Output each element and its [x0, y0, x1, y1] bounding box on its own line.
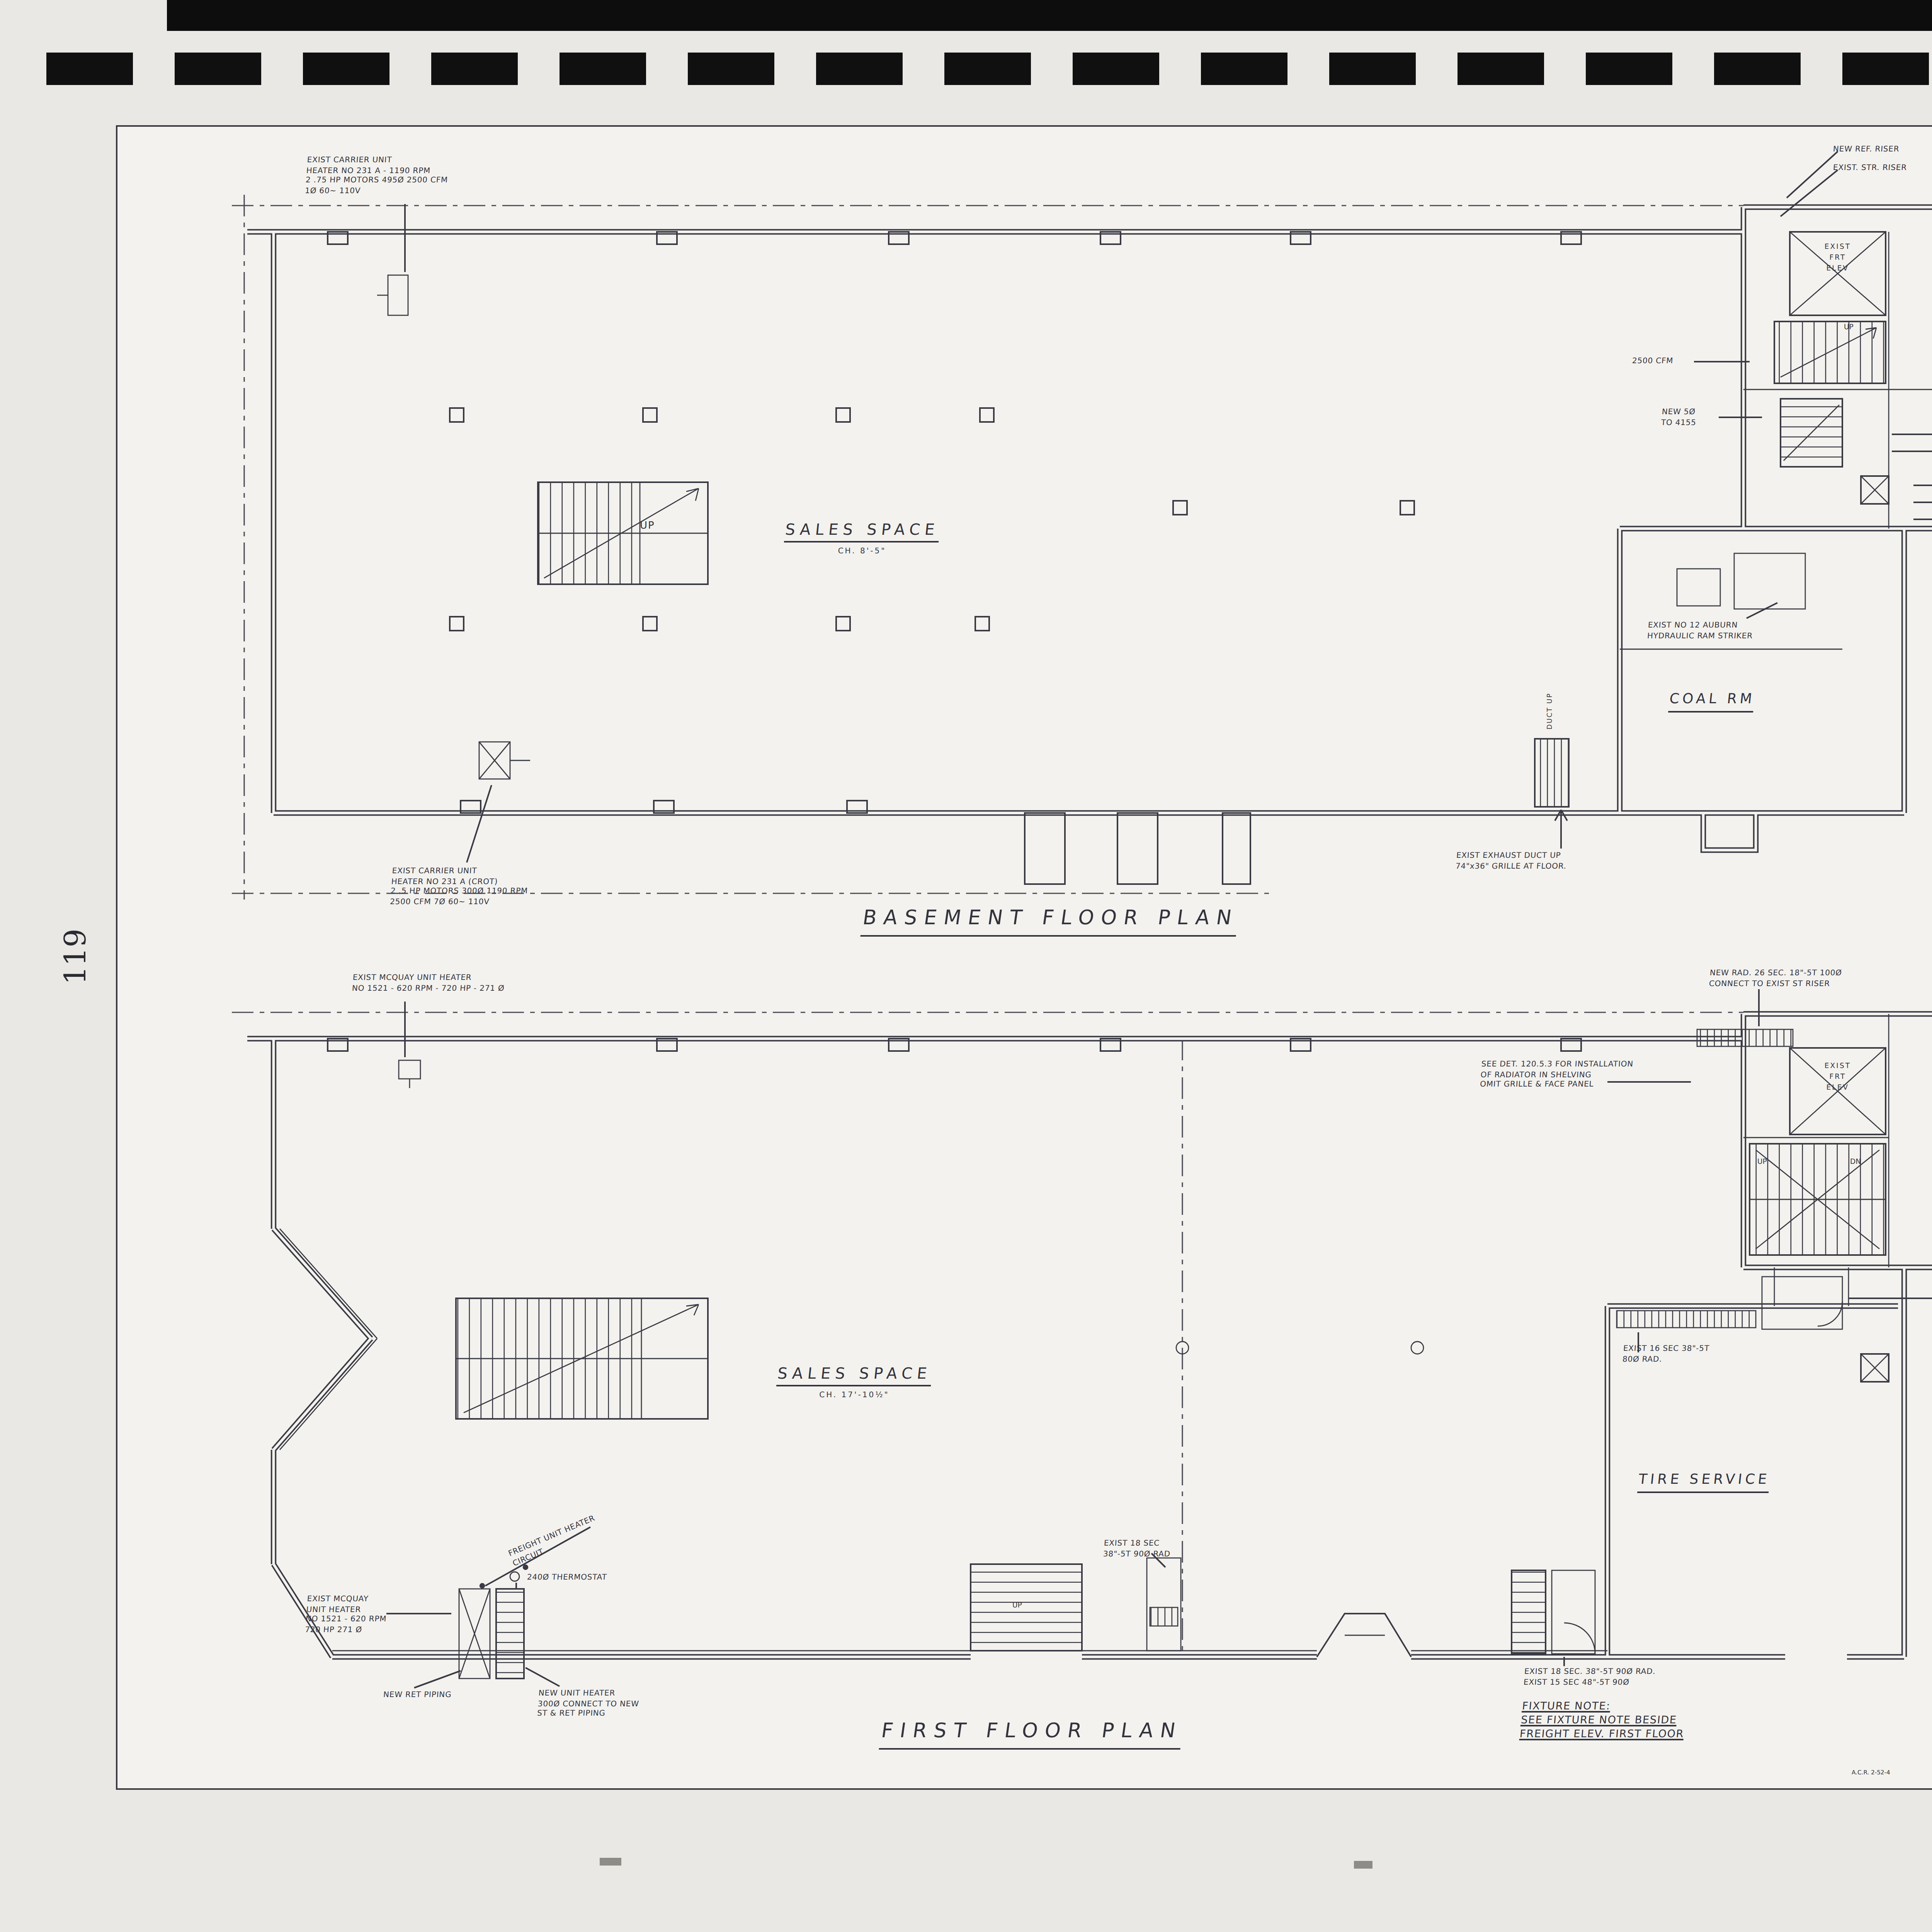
- first-floor-new-rad-note: NEW RAD. 26 SEC. 18"-5T 100Ø CONNECT TO …: [1709, 968, 1842, 988]
- fixture-note: FIXTURE NOTE: SEE FIXTURE NOTE BESIDE FR…: [1519, 1700, 1687, 1741]
- basement-sales-space-label: SALES SPACE CH. 8'-5": [785, 479, 939, 588]
- new-ret-piping-note: NEW RET PIPING: [383, 1689, 452, 1699]
- thermostat-note: 240Ø THERMOSTAT: [527, 1572, 607, 1582]
- drawing-number: A.C.R. 2-52-4: [1852, 1770, 1890, 1777]
- first-floor-rad18-center-note: EXIST 18 SEC 38"-5T 90Ø RAD: [1103, 1538, 1172, 1558]
- basement-new-duct-note: NEW 5Ø TO 4155: [1661, 406, 1697, 427]
- basement-right-stair-up-label: UP: [1844, 323, 1854, 332]
- scan-artifact: [1354, 1861, 1372, 1869]
- first-floor-shelving-note: SEE DET. 120.5.3 FOR INSTALLATION OF RAD…: [1480, 1059, 1634, 1089]
- filmstrip-bar: [167, 0, 1932, 31]
- basement-cfm-note: 2500 CFM: [1632, 355, 1673, 366]
- basement-heater-note-top: EXIST CARRIER UNIT HEATER NO 231 A - 119…: [304, 155, 449, 195]
- basement-exist-str-riser: EXIST. STR. RISER: [1833, 162, 1907, 172]
- basement-coal-room-label: COAL RM: [1668, 691, 1756, 712]
- basement-heater-note-bottom: EXIST CARRIER UNIT HEATER NO 231 A (CROT…: [389, 866, 529, 906]
- filmstrip-perforations: [46, 53, 1932, 85]
- basement-plan-title: BASEMENT FLOOR PLAN: [862, 901, 1238, 937]
- page-number: 119: [58, 929, 92, 985]
- sheet-frame: [116, 125, 1932, 1790]
- first-floor-sales-space-label: SALES SPACE CH. 17'-10½": [777, 1323, 931, 1432]
- basement-exhaust-duct-note: EXIST EXHAUST DUCT UP 74"x36" GRILLE AT …: [1455, 850, 1568, 870]
- first-floor-heater-note-top: EXIST MCQUAY UNIT HEATER NO 1521 - 620 R…: [352, 972, 505, 992]
- tire-service-label: TIRE SERVICE: [1637, 1471, 1770, 1493]
- first-floor-stair-dn-label: DN: [1850, 1158, 1861, 1167]
- first-floor-rad16-note: EXIST 16 SEC 38"-5T 80Ø RAD.: [1622, 1343, 1710, 1363]
- basement-stair-up-label: UP: [640, 519, 655, 532]
- first-floor-freight-elevator-label: EXIST FRT ELEV: [1791, 1060, 1884, 1093]
- basement-freight-elevator-label: EXIST FRT ELEV: [1791, 241, 1884, 274]
- basement-new-ref-riser: NEW REF. RISER: [1833, 144, 1900, 154]
- scan-artifact: [600, 1858, 621, 1866]
- basement-ram-striker-note: EXIST NO 12 AUBURN HYDRAULIC RAM STRIKER: [1647, 620, 1754, 640]
- first-floor-stair-up-label: UP: [1757, 1158, 1767, 1167]
- first-floor-plan-title: FIRST FLOOR PLAN: [881, 1714, 1182, 1750]
- new-unit-heater-note: NEW UNIT HEATER 300Ø CONNECT TO NEW ST &…: [537, 1688, 640, 1718]
- basement-ceiling-height: CH. 8'-5": [785, 546, 939, 556]
- first-floor-ceiling-height: CH. 17'-10½": [777, 1389, 931, 1400]
- first-floor-rad18-right-note: EXIST 18 SEC. 38"-5T 90Ø RAD. EXIST 15 S…: [1523, 1666, 1656, 1686]
- first-floor-heater-note-bl: EXIST MCQUAY UNIT HEATER NO 1521 - 620 R…: [304, 1594, 388, 1634]
- basement-duct-up-label: DUCT UP: [1546, 693, 1554, 730]
- first-floor-entry-up-label: UP: [1012, 1601, 1022, 1611]
